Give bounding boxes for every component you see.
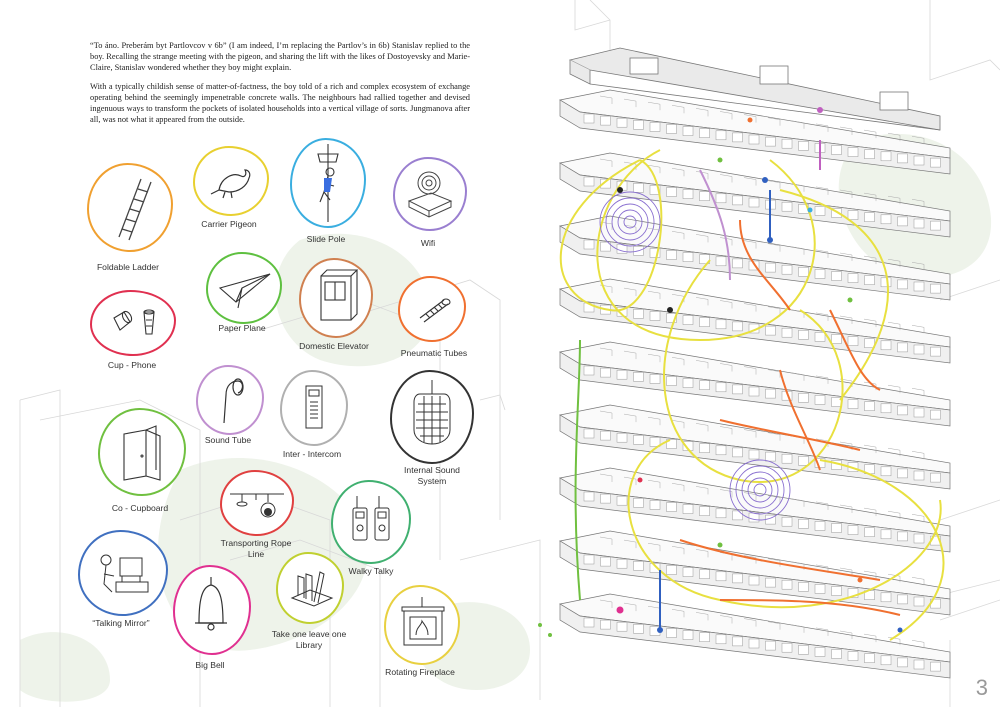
intercom-blob <box>280 370 348 446</box>
rope-blob <box>220 470 294 536</box>
slide-pole-icon <box>317 144 339 222</box>
fireplace-blob <box>384 585 460 665</box>
walkie-talkie-icon <box>352 496 390 541</box>
rope-label-1: Transporting Rope <box>220 538 292 548</box>
tower-floor <box>559 215 951 301</box>
walky-blob <box>331 480 411 564</box>
library-label-2: Library <box>295 640 323 650</box>
wifi-rings <box>599 191 791 521</box>
tower-markers <box>538 107 903 637</box>
tubes-label: Pneumatic Tubes <box>400 348 468 358</box>
wifi-label: Wifi <box>420 238 436 248</box>
tower-floors <box>559 89 951 679</box>
bell-icon <box>195 577 227 631</box>
library-blob <box>276 552 344 624</box>
tower-roof <box>568 47 941 131</box>
plane-label: Paper Plane <box>218 323 266 333</box>
elevator-label: Domestic Elevator <box>299 341 369 351</box>
pigeon-label: Carrier Pigeon <box>201 219 257 229</box>
library-icon <box>290 571 334 607</box>
cupboard-label: Co - Cupboard <box>111 503 169 513</box>
soundtube-blob <box>196 365 264 435</box>
fireplace-label: Rotating Fireplace <box>385 667 455 677</box>
intro-paragraph-2: With a typically childish sense of matte… <box>90 81 470 125</box>
mirror-label: “Talking Mirror” <box>92 618 150 628</box>
cupboard-blob <box>98 408 186 496</box>
plane-blob <box>206 252 282 324</box>
cupboard-icon <box>123 425 161 481</box>
intro-text: “To áno. Preberám byt Partlovcov v 6b” (… <box>90 40 470 132</box>
rope-line-icon <box>230 493 284 518</box>
sound-tube-icon <box>223 378 244 424</box>
cup-label: Cup - Phone <box>107 360 157 370</box>
tower-floor <box>559 278 951 364</box>
tower-floor <box>559 593 951 679</box>
wifi-blob <box>393 157 467 231</box>
tower-floor <box>559 404 951 490</box>
cup-blob <box>90 290 176 356</box>
bell-label: Big Bell <box>195 660 225 670</box>
pigeon-icon <box>210 169 251 199</box>
microphone-icon <box>413 380 451 445</box>
ladder-blob <box>87 163 173 252</box>
walky-label: Walky Talky <box>348 566 394 576</box>
intercom-label: Inter - Intercom <box>282 449 342 459</box>
talking-mirror-icon <box>100 554 149 593</box>
tower-connections <box>559 140 945 641</box>
intercom-icon <box>305 385 323 429</box>
intro-paragraph-1: “To áno. Preberám byt Partlovcov v 6b” (… <box>90 41 470 73</box>
sound-blob <box>390 370 474 464</box>
ladder-icon <box>118 178 152 241</box>
tower-floor <box>559 89 951 175</box>
fireplace-icon <box>401 597 445 646</box>
ladder-label: Foldable Ladder <box>96 262 160 272</box>
rope-label-2: Line <box>247 549 265 559</box>
pigeon-blob <box>193 146 269 216</box>
elevator-icon <box>320 269 359 321</box>
sound-label-1: Internal Sound <box>404 465 460 475</box>
pneumatic-tube-icon <box>419 298 451 323</box>
cup-phone-icon <box>113 309 155 335</box>
tower-floor <box>559 341 951 427</box>
wifi-icon <box>407 171 453 218</box>
tubes-blob <box>398 276 466 342</box>
bell-blob <box>173 565 251 655</box>
tower-diagram <box>538 47 951 679</box>
soundtube-label: Sound Tube <box>204 435 252 445</box>
elevator-blob <box>299 258 373 338</box>
slide-label: Slide Pole <box>306 234 346 244</box>
sound-label-2: System <box>417 476 447 486</box>
page-number: 3 <box>975 675 988 700</box>
tower-floor <box>559 467 951 553</box>
paper-plane-icon <box>218 273 271 309</box>
library-label-1: Take one leave one <box>271 629 347 639</box>
mirror-blob <box>78 530 168 616</box>
slide-blob <box>290 138 366 228</box>
tower-floor <box>559 152 951 238</box>
